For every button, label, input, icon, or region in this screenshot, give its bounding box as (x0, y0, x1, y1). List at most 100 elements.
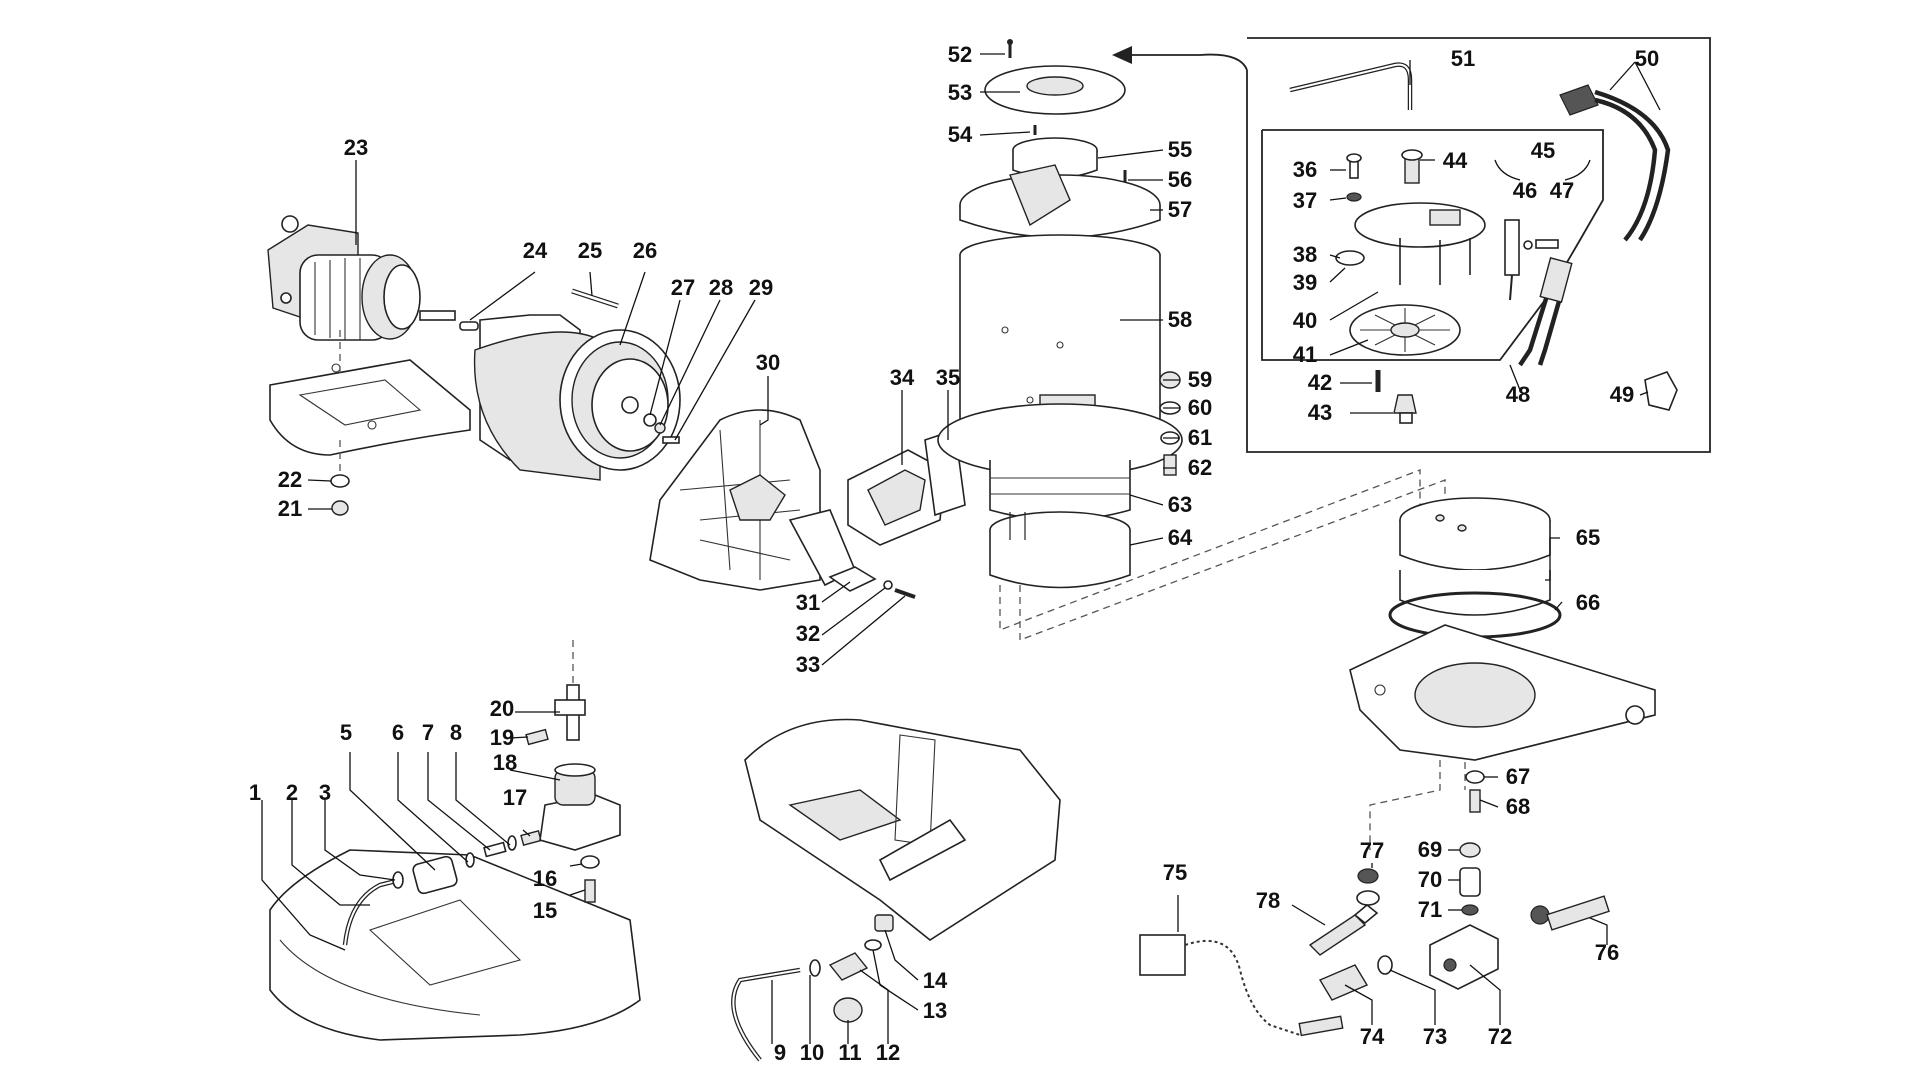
base-ring-64 (989, 511, 1131, 589)
callout-6: 6 (392, 720, 404, 745)
callout-50: 50 (1635, 46, 1659, 71)
callout-70: 70 (1418, 867, 1442, 892)
washer-16 (580, 855, 600, 869)
callout-18: 18 (493, 750, 517, 775)
washer-47 (1523, 239, 1559, 250)
pump-18 (539, 763, 621, 851)
callout-68: 68 (1506, 794, 1530, 819)
clamp-8 (507, 835, 517, 851)
motor-pump-assembly-23 (267, 215, 456, 341)
clip-38 (1335, 250, 1365, 266)
callout-31: 31 (796, 590, 820, 615)
clamp-49 (1644, 371, 1678, 411)
callout-7: 7 (422, 720, 434, 745)
callout-73: 73 (1423, 1024, 1447, 1049)
callout-61: 61 (1188, 425, 1212, 450)
ring-63 (937, 403, 1183, 521)
callout-numbers: 1 2 3 5 6 7 8 9 10 11 12 13 14 15 16 17 … (249, 42, 1659, 1065)
connector-50 (1559, 84, 1671, 242)
callout-67: 67 (1506, 764, 1530, 789)
callout-14: 14 (923, 968, 948, 993)
callout-74: 74 (1360, 1024, 1385, 1049)
sensor-78 (1308, 903, 1379, 956)
washer-13 (864, 939, 882, 951)
electrode-46 (1504, 219, 1520, 301)
callout-65: 65 (1576, 525, 1600, 550)
callout-2: 2 (286, 780, 298, 805)
top-plate-53 (984, 65, 1126, 115)
thermostat-75 (1139, 934, 1344, 1037)
callout-33: 33 (796, 652, 820, 677)
callout-24: 24 (523, 238, 548, 263)
clamp-10 (809, 959, 821, 977)
cable-51 (1289, 62, 1413, 110)
callout-62: 62 (1188, 455, 1212, 480)
leader-lines (261, 53, 1661, 1044)
fitting-74 (1318, 964, 1369, 1001)
callout-9: 9 (774, 1040, 786, 1065)
bolt-68 (1469, 789, 1481, 813)
callout-29: 29 (749, 275, 773, 300)
callout-15: 15 (533, 898, 557, 923)
washer-37 (1346, 192, 1362, 202)
fitting-11 (833, 997, 863, 1023)
nut-21 (331, 500, 349, 516)
callout-52: 52 (948, 42, 972, 67)
diffuser-41 (1349, 304, 1461, 356)
callout-38: 38 (1293, 242, 1317, 267)
callout-66: 66 (1576, 590, 1600, 615)
callout-36: 36 (1293, 157, 1317, 182)
callout-45: 45 (1531, 138, 1555, 163)
callout-77: 77 (1360, 838, 1384, 863)
callout-48: 48 (1506, 382, 1530, 407)
frame-lower-center (744, 718, 1061, 941)
callout-1: 1 (249, 780, 261, 805)
nozzle-43 (1393, 394, 1417, 424)
detail-frame-outer (1112, 37, 1711, 453)
callout-22: 22 (278, 467, 302, 492)
fitting-70 (1459, 867, 1481, 897)
callout-23: 23 (344, 135, 368, 160)
callout-32: 32 (796, 621, 820, 646)
callout-49: 49 (1610, 382, 1634, 407)
nut-77 (1356, 868, 1380, 906)
washer-71 (1461, 904, 1479, 916)
nut-22 (330, 474, 350, 488)
seal-6 (465, 852, 475, 868)
screw-29 (662, 436, 680, 444)
ignition-cables-48 (1518, 256, 1573, 367)
callout-69: 69 (1418, 837, 1442, 862)
callout-8: 8 (450, 720, 462, 745)
callout-72: 72 (1488, 1024, 1512, 1049)
callout-59: 59 (1188, 367, 1212, 392)
callout-11: 11 (838, 1040, 861, 1065)
callout-17: 17 (503, 785, 527, 810)
key-24 (459, 321, 479, 331)
callout-34: 34 (890, 365, 915, 390)
nut-69 (1459, 842, 1481, 858)
callout-37: 37 (1293, 188, 1317, 213)
callout-56: 56 (1168, 167, 1192, 192)
callout-35: 35 (936, 365, 960, 390)
callout-75: 75 (1163, 860, 1187, 885)
callout-40: 40 (1293, 308, 1317, 333)
callout-63: 63 (1168, 492, 1192, 517)
nut-28 (654, 422, 666, 434)
callout-3: 3 (319, 780, 331, 805)
hose-9 (731, 967, 801, 1062)
callout-57: 57 (1168, 197, 1192, 222)
callout-13: 13 (923, 998, 947, 1023)
washer-73 (1377, 955, 1393, 975)
callout-16: 16 (533, 866, 557, 891)
callout-42: 42 (1308, 370, 1332, 395)
callout-51: 51 (1451, 46, 1475, 71)
fitting-17 (520, 829, 542, 847)
tank-65 (1399, 497, 1551, 616)
callout-55: 55 (1168, 137, 1192, 162)
callout-58: 58 (1168, 307, 1192, 332)
fan-cover-30 (649, 409, 857, 591)
callout-71: 71 (1418, 897, 1442, 922)
washer-27 (643, 413, 657, 427)
callout-53: 53 (948, 80, 972, 105)
